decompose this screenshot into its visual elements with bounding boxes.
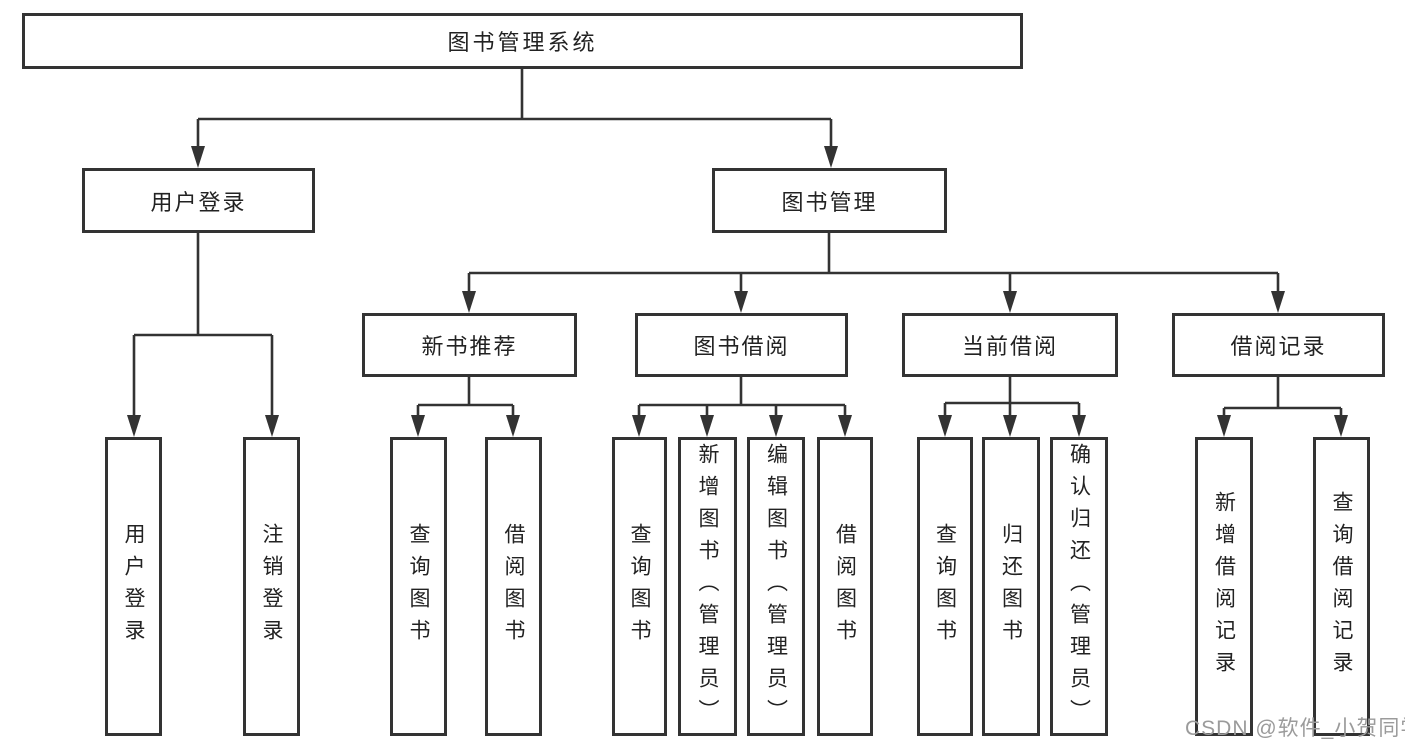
leaf-borrow-book: 借阅图书 bbox=[817, 437, 873, 736]
leaf-user-login-label: 用户登录 bbox=[122, 522, 145, 651]
node-new-book-recommend: 新书推荐 bbox=[362, 313, 577, 377]
node-root: 图书管理系统 bbox=[22, 13, 1023, 69]
leaf-logout: 注销登录 bbox=[243, 437, 300, 736]
leaf-borrow-book-label: 借阅图书 bbox=[833, 522, 857, 651]
leaf-user-login: 用户登录 bbox=[105, 437, 162, 736]
node-book-management: 图书管理 bbox=[712, 168, 947, 233]
leaf-query-book-borrow: 查询图书 bbox=[612, 437, 667, 736]
leaf-logout-label: 注销登录 bbox=[260, 522, 283, 651]
leaf-add-borrow-record: 新增借阅记录 bbox=[1195, 437, 1253, 736]
leaf-query-borrow-record: 查询借阅记录 bbox=[1313, 437, 1370, 736]
leaf-edit-book-admin-label: 编辑图书（管理员） bbox=[764, 442, 788, 731]
node-current-borrow-label: 当前借阅 bbox=[961, 334, 1058, 359]
leaf-query-book-recommend: 查询图书 bbox=[390, 437, 447, 736]
leaf-query-book-recommend-label: 查询图书 bbox=[407, 522, 430, 651]
leaf-query-book-current-label: 查询图书 bbox=[933, 522, 957, 651]
leaf-return-book: 归还图书 bbox=[982, 437, 1040, 736]
node-book-borrow: 图书借阅 bbox=[635, 313, 848, 377]
leaf-add-borrow-record-label: 新增借阅记录 bbox=[1212, 490, 1236, 683]
leaf-add-book-admin: 新增图书（管理员） bbox=[678, 437, 737, 736]
node-borrow-records: 借阅记录 bbox=[1172, 313, 1385, 377]
watermark: CSDN @软件_小贺同学 bbox=[1185, 717, 1405, 740]
node-new-book-recommend-label: 新书推荐 bbox=[421, 334, 518, 359]
leaf-borrow-book-recommend-label: 借阅图书 bbox=[502, 522, 525, 651]
leaf-add-book-admin-label: 新增图书（管理员） bbox=[696, 442, 719, 731]
leaf-query-book-current: 查询图书 bbox=[917, 437, 973, 736]
node-book-borrow-label: 图书借阅 bbox=[693, 334, 790, 359]
node-root-label: 图书管理系统 bbox=[447, 30, 598, 55]
node-book-management-label: 图书管理 bbox=[781, 189, 878, 215]
node-user-login: 用户登录 bbox=[82, 168, 315, 233]
leaf-edit-book-admin: 编辑图书（管理员） bbox=[747, 437, 805, 736]
node-current-borrow: 当前借阅 bbox=[902, 313, 1118, 377]
leaf-confirm-return-admin-label: 确认归还（管理员） bbox=[1067, 442, 1091, 731]
node-user-login-label: 用户登录 bbox=[150, 189, 247, 215]
leaf-return-book-label: 归还图书 bbox=[999, 522, 1023, 651]
node-borrow-records-label: 借阅记录 bbox=[1230, 334, 1327, 359]
leaf-query-borrow-record-label: 查询借阅记录 bbox=[1330, 490, 1353, 683]
leaf-confirm-return-admin: 确认归还（管理员） bbox=[1050, 437, 1108, 736]
leaf-borrow-book-recommend: 借阅图书 bbox=[485, 437, 542, 736]
leaf-query-book-borrow-label: 查询图书 bbox=[628, 522, 651, 651]
